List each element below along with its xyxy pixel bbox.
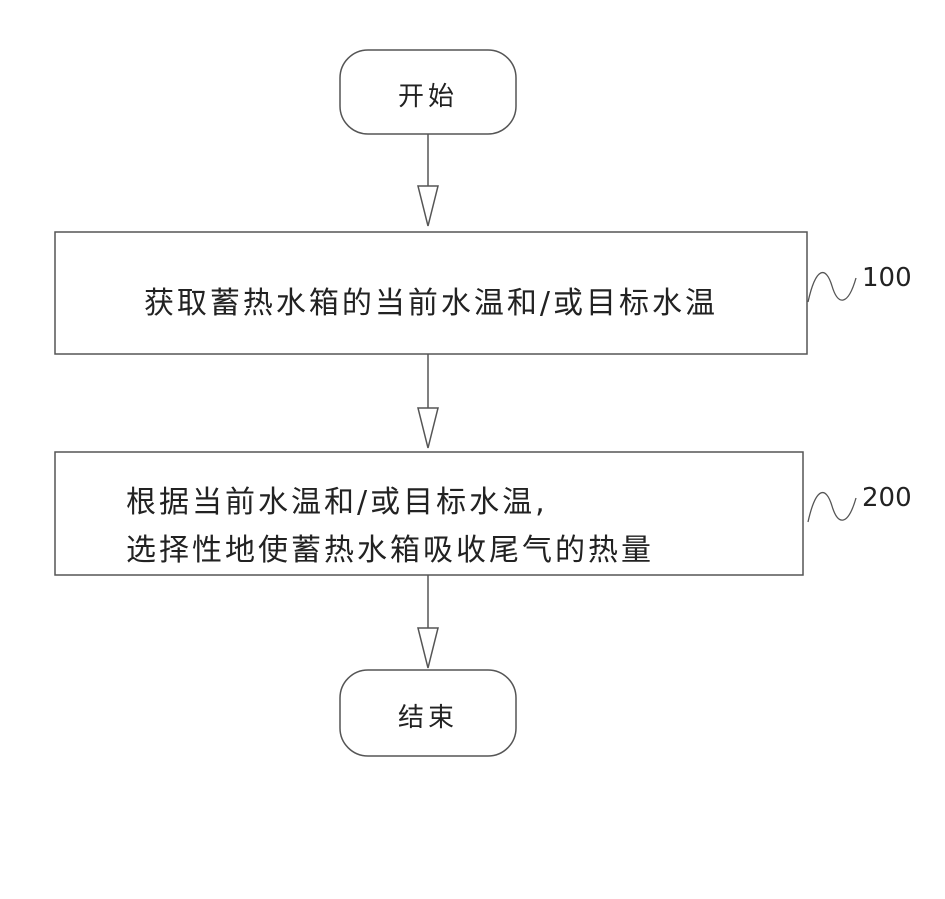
arrow-start-to-step1-head <box>418 186 438 226</box>
ref-200-leader-squiggle <box>808 493 856 522</box>
step1-text: 获取蓄热水箱的当前水温和/或目标水温 <box>55 278 807 322</box>
ref-200-label: 200 <box>862 483 912 513</box>
arrow-step2-to-end-head <box>418 628 438 668</box>
ref-100-leader-squiggle <box>808 273 856 302</box>
ref-100-label: 100 <box>862 263 912 293</box>
start-label: 开始 <box>340 76 516 113</box>
step2-line1: 根据当前水温和/或目标水温, <box>126 477 548 521</box>
end-label: 结束 <box>340 697 516 734</box>
arrow-step1-to-step2-head <box>418 408 438 448</box>
step2-line2: 选择性地使蓄热水箱吸收尾气的热量 <box>126 525 654 569</box>
